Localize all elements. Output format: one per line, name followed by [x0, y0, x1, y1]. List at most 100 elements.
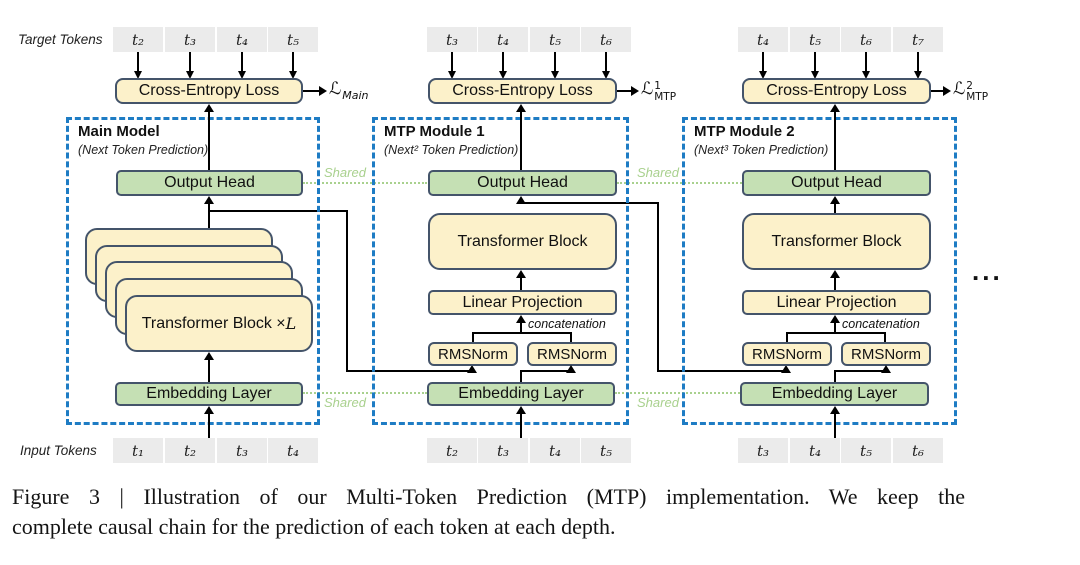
target-token: t₇ — [893, 27, 943, 52]
output-head-to-loss-arrow — [208, 111, 210, 170]
token-arrow — [292, 52, 294, 71]
transformer-stack-var: L — [285, 314, 297, 333]
output-head-box: Output Head — [742, 170, 931, 196]
token-arrow — [502, 52, 504, 71]
linear-projection-box: Linear Projection — [742, 290, 931, 315]
loss-arrow — [617, 90, 631, 92]
input-token: t₄ — [790, 438, 840, 463]
hidden-state-connector-2 — [657, 370, 787, 372]
embedding-branch-line — [520, 372, 522, 382]
mtp-module-1-boundary — [372, 117, 629, 425]
arrowhead — [516, 104, 526, 112]
concatenation-label: concatenation — [528, 317, 606, 331]
loss-symbol: ℒ — [953, 79, 966, 99]
module-title: Main Model — [78, 123, 160, 140]
arrowhead — [204, 352, 214, 360]
token-arrow — [917, 52, 919, 71]
token-arrow — [605, 52, 607, 71]
more-modules-ellipsis: ... — [972, 256, 1003, 286]
input-token: t₃ — [738, 438, 788, 463]
arrowhead — [448, 71, 456, 79]
shared-label: Shared — [637, 165, 679, 180]
token-arrow — [189, 52, 191, 71]
arrowhead — [516, 406, 526, 414]
caption-line-2: complete causal chain for the prediction… — [12, 514, 616, 539]
projection-to-transformer-arrow — [520, 277, 522, 290]
token-arrow — [137, 52, 139, 71]
rmsnorm-box: RMSNorm — [428, 342, 518, 366]
transformer-block-box: Transformer Block — [742, 213, 931, 270]
tokens-to-embedding-arrow — [520, 413, 522, 438]
target-token: t₆ — [581, 27, 631, 52]
hidden-state-connector-2 — [522, 202, 659, 204]
rmsnorm-box: RMSNorm — [742, 342, 832, 366]
arrowhead — [811, 71, 819, 79]
input-tokens-label: Input Tokens — [20, 443, 97, 458]
cross-entropy-loss-box: Cross-Entropy Loss — [428, 78, 617, 104]
loss-arrow — [931, 90, 943, 92]
token-arrow — [554, 52, 556, 71]
loss-subscript: MTP — [654, 91, 677, 104]
target-token: t₃ — [165, 27, 215, 52]
arrowhead — [467, 365, 477, 373]
loss-symbol: ℒ — [641, 79, 654, 99]
embedding-branch-line — [834, 372, 836, 382]
arrowhead — [516, 315, 526, 323]
loss-subscript: Main — [342, 89, 369, 102]
rmsnorm-box: RMSNorm — [841, 342, 931, 366]
concatenation-bracket — [786, 332, 886, 334]
arrowhead — [186, 71, 194, 79]
arrowhead — [830, 406, 840, 414]
output-head-box: Output Head — [116, 170, 303, 196]
cross-entropy-loss-box: Cross-Entropy Loss — [742, 78, 931, 104]
arrowhead — [516, 196, 526, 204]
cross-entropy-loss-box: Cross-Entropy Loss — [115, 78, 303, 104]
input-token: t₄ — [268, 438, 318, 463]
arrowhead — [499, 71, 507, 79]
input-token: t₆ — [893, 438, 943, 463]
concatenation-bracket — [472, 332, 474, 342]
shared-label: Shared — [637, 395, 679, 410]
concatenation-bracket — [570, 332, 572, 342]
token-arrow — [865, 52, 867, 71]
target-token: t₃ — [427, 27, 477, 52]
transformer-block-box: Transformer Block — [428, 213, 617, 270]
concatenation-bracket — [884, 332, 886, 342]
shared-label: Shared — [324, 395, 366, 410]
arrowhead — [551, 71, 559, 79]
arrowhead — [830, 196, 840, 204]
output-head-box: Output Head — [428, 170, 617, 196]
arrowhead — [204, 406, 214, 414]
arrowhead — [516, 270, 526, 278]
token-arrow — [762, 52, 764, 71]
arrowhead — [759, 71, 767, 79]
concatenation-arrow — [520, 322, 522, 334]
hidden-state-connector-2 — [657, 202, 659, 372]
target-token: t₄ — [738, 27, 788, 52]
module-subtitle: (Next² Token Prediction) — [384, 143, 519, 157]
loss-subscript: MTP — [966, 91, 989, 104]
linear-projection-box: Linear Projection — [428, 290, 617, 315]
embedding-branch-line — [520, 370, 571, 372]
transformer-stack-label: Transformer Block × — [141, 314, 286, 332]
target-token: t₄ — [217, 27, 267, 52]
arrowhead — [204, 104, 214, 112]
arrowhead — [914, 71, 922, 79]
module-subtitle: (Next Token Prediction) — [78, 143, 209, 157]
arrowhead — [566, 365, 576, 373]
embedding-branch-line — [834, 370, 886, 372]
token-arrow — [451, 52, 453, 71]
arrowhead — [134, 71, 142, 79]
target-token: t₅ — [530, 27, 580, 52]
hidden-state-connector-1 — [346, 370, 471, 372]
arrowhead — [631, 86, 639, 96]
input-token: t₃ — [217, 438, 267, 463]
hidden-state-connector-1 — [209, 210, 348, 212]
tokens-to-embedding-arrow — [834, 413, 836, 438]
module-title: MTP Module 1 — [384, 123, 485, 140]
target-token: t₅ — [268, 27, 318, 52]
embedding-layer-box: Embedding Layer — [115, 382, 303, 406]
